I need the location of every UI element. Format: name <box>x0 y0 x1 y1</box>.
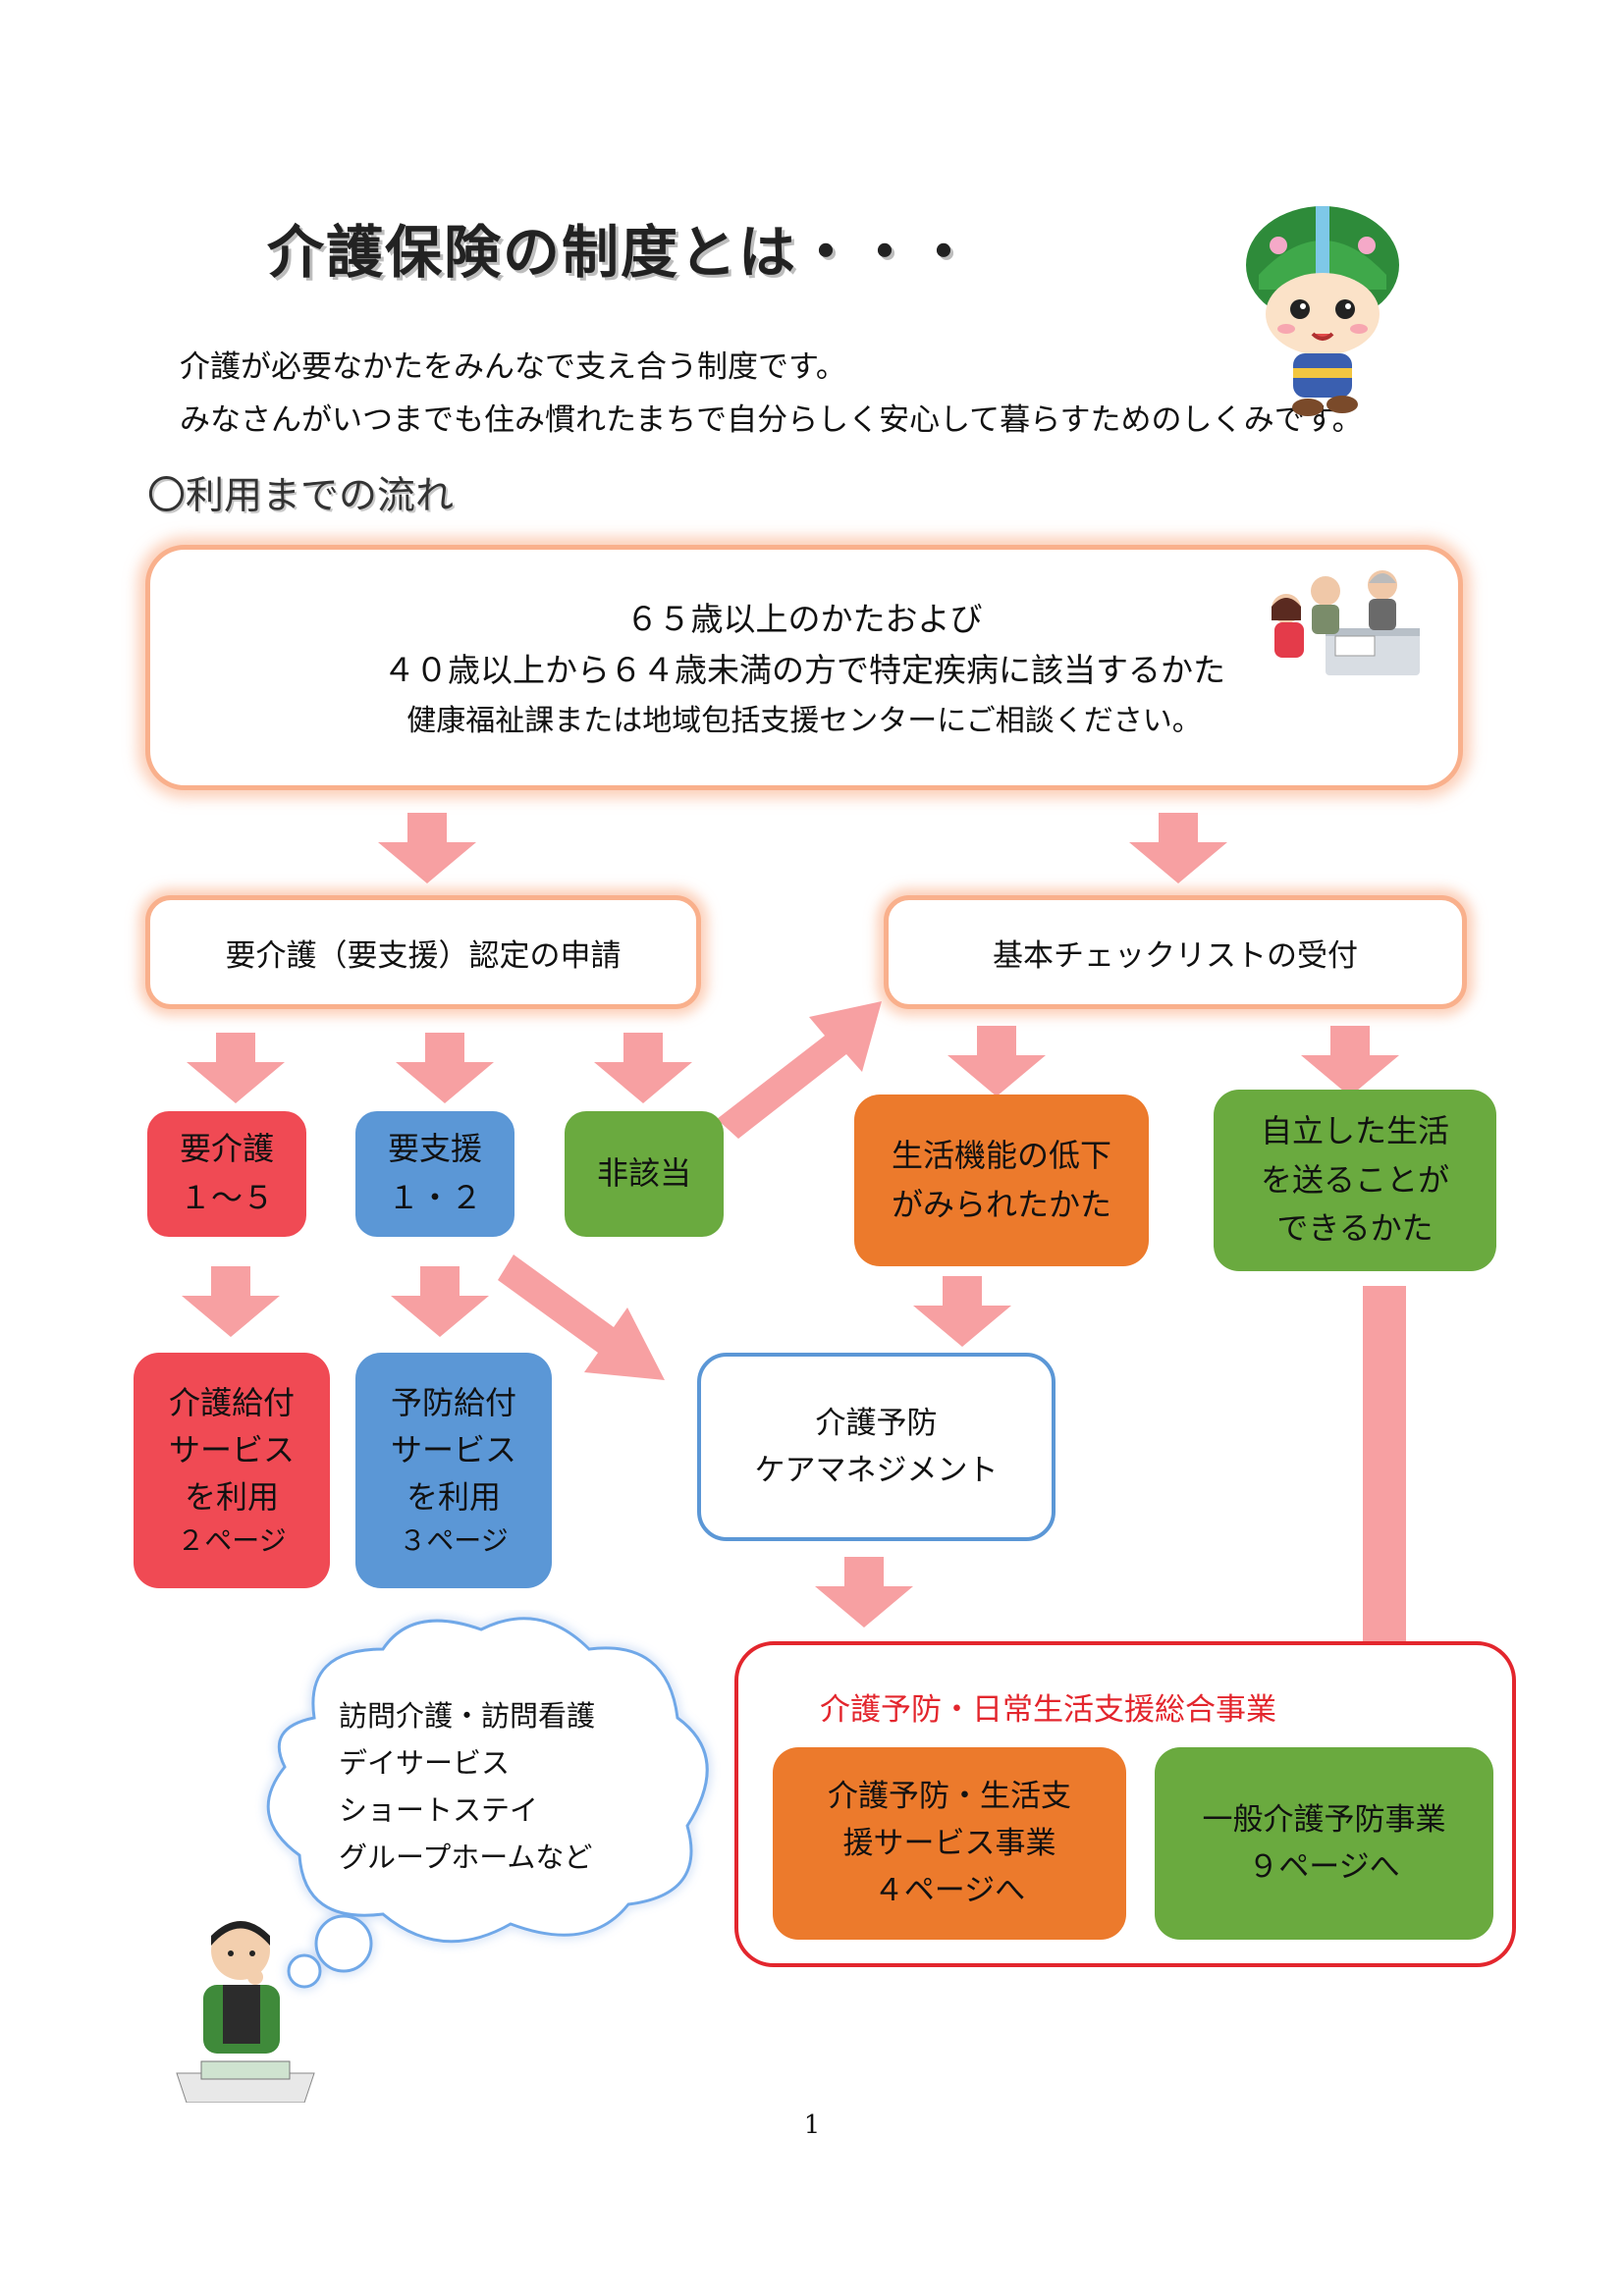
care-benefit-box: 介護給付 サービス を利用 ２ページ <box>134 1353 330 1588</box>
page-title: 介護保険の制度とは・・・ <box>267 219 975 286</box>
prevention-benefit-page: ３ページ <box>399 1524 509 1557</box>
checklist-label: 基本チェックリストの受付 <box>993 937 1358 974</box>
care-benefit-line-3: を利用 <box>184 1478 279 1516</box>
decline-line-1: 生活機能の低下 <box>891 1136 1111 1174</box>
care-level-range: １～５ <box>179 1179 274 1216</box>
consultation-illustration <box>1272 570 1420 675</box>
eligibility-line-1: ６５歳以上のかたおよび <box>625 600 983 638</box>
cloud-service-list: 訪問介護・訪問看護 デイサービス ショートステイ グループホームなど <box>339 1692 595 1881</box>
intro-line-2: みなさんがいつまでも住み慣れたまちで自分らしく安心して暮らすためのしくみです。 <box>180 402 1363 438</box>
care-management-box: 介護予防 ケアマネジメント <box>697 1353 1056 1541</box>
arrow-down-1 <box>378 813 476 883</box>
care-level-title: 要介護 <box>179 1130 274 1168</box>
care-benefit-line-2: サービス <box>168 1431 295 1468</box>
support-level-range: １・２ <box>387 1179 482 1216</box>
arrow-to-care-management <box>498 1255 665 1380</box>
prevention-benefit-line-3: を利用 <box>406 1478 501 1516</box>
prevention-benefit-line-2: サービス <box>390 1431 516 1468</box>
support-level-box: 要支援 １・２ <box>355 1111 514 1237</box>
arrow-down-9 <box>391 1266 489 1337</box>
support-level-title: 要支援 <box>387 1130 482 1168</box>
application-box: 要介護（要支援）認定の申請 <box>145 895 701 1009</box>
prevention-service-line-2: 援サービス事業 <box>842 1825 1056 1861</box>
cloud-item: 訪問介護・訪問看護 <box>339 1699 596 1733</box>
arrow-to-checklist <box>717 1001 882 1139</box>
arrow-down-3 <box>187 1033 285 1103</box>
decline-line-2: がみられたかた <box>891 1185 1111 1223</box>
page-number: 1 <box>803 2110 821 2140</box>
care-level-box: 要介護 １～５ <box>147 1111 306 1237</box>
thought-cloud <box>266 1617 709 1989</box>
section-heading: 〇利用までの流れ <box>147 474 455 518</box>
prevention-benefit-line-1: 予防給付 <box>390 1384 516 1421</box>
arrow-down-2 <box>1129 813 1227 883</box>
care-management-line-2: ケアマネジメント <box>754 1453 999 1488</box>
arrow-down-11 <box>815 1557 913 1628</box>
application-label: 要介護（要支援）認定の申請 <box>225 937 622 974</box>
checklist-box: 基本チェックリストの受付 <box>884 895 1467 1009</box>
care-benefit-page: ２ページ <box>177 1524 287 1557</box>
prevention-service-box: 介護予防・生活支 援サービス事業 ４ページへ <box>773 1747 1126 1940</box>
comprehensive-program-title: 介護予防・日常生活支援総合事業 <box>820 1692 1276 1728</box>
arrow-down-8 <box>182 1266 280 1337</box>
arrow-long-down <box>1330 1286 1438 1742</box>
prevention-service-page: ４ページへ <box>873 1873 1026 1909</box>
arrow-down-4 <box>396 1033 494 1103</box>
intro-line-1: 介護が必要なかたをみんなで支え合う制度です。 <box>180 349 846 385</box>
cloud-item: デイサービス <box>339 1746 511 1780</box>
decline-box: 生活機能の低下 がみられたかた <box>854 1095 1149 1266</box>
general-prevention-line-1: 一般介護予防事業 <box>1202 1801 1446 1838</box>
eligibility-line-2: ４０歳以上から６４歳未満の方で特定疾病に該当するかた <box>383 651 1225 689</box>
care-management-line-1: 介護予防 <box>815 1405 938 1441</box>
eligibility-line-3: 健康福祉課または地域包括支援センターにご相談ください。 <box>406 704 1202 738</box>
independent-line-3: できるかた <box>1276 1209 1434 1248</box>
general-prevention-page: ９ページへ <box>1248 1849 1400 1885</box>
independent-line-1: 自立した生活 <box>1260 1112 1449 1150</box>
eligibility-box: ６５歳以上のかたおよび ４０歳以上から６４歳未満の方で特定疾病に該当するかた 健… <box>145 545 1463 790</box>
arrow-down-5 <box>594 1033 692 1103</box>
arrow-down-7 <box>1301 1026 1399 1096</box>
arrow-down-6 <box>947 1026 1046 1096</box>
care-benefit-line-1: 介護給付 <box>168 1384 295 1421</box>
arrow-down-10 <box>913 1276 1011 1347</box>
thinking-man-illustration <box>176 1921 315 2103</box>
mascot-illustration <box>1246 206 1399 416</box>
general-prevention-box: 一般介護予防事業 ９ページへ <box>1155 1747 1493 1940</box>
not-applicable-box: 非該当 <box>565 1111 724 1237</box>
prevention-benefit-box: 予防給付 サービス を利用 ３ページ <box>355 1353 552 1588</box>
not-applicable-label: 非該当 <box>596 1154 691 1193</box>
prevention-service-line-1: 介護予防・生活支 <box>828 1778 1071 1814</box>
independent-box: 自立した生活 を送ることが できるかた <box>1214 1090 1496 1271</box>
cloud-item: ショートステイ <box>339 1793 539 1827</box>
cloud-item: グループホームなど <box>339 1841 593 1874</box>
independent-line-2: を送ることが <box>1260 1160 1449 1199</box>
